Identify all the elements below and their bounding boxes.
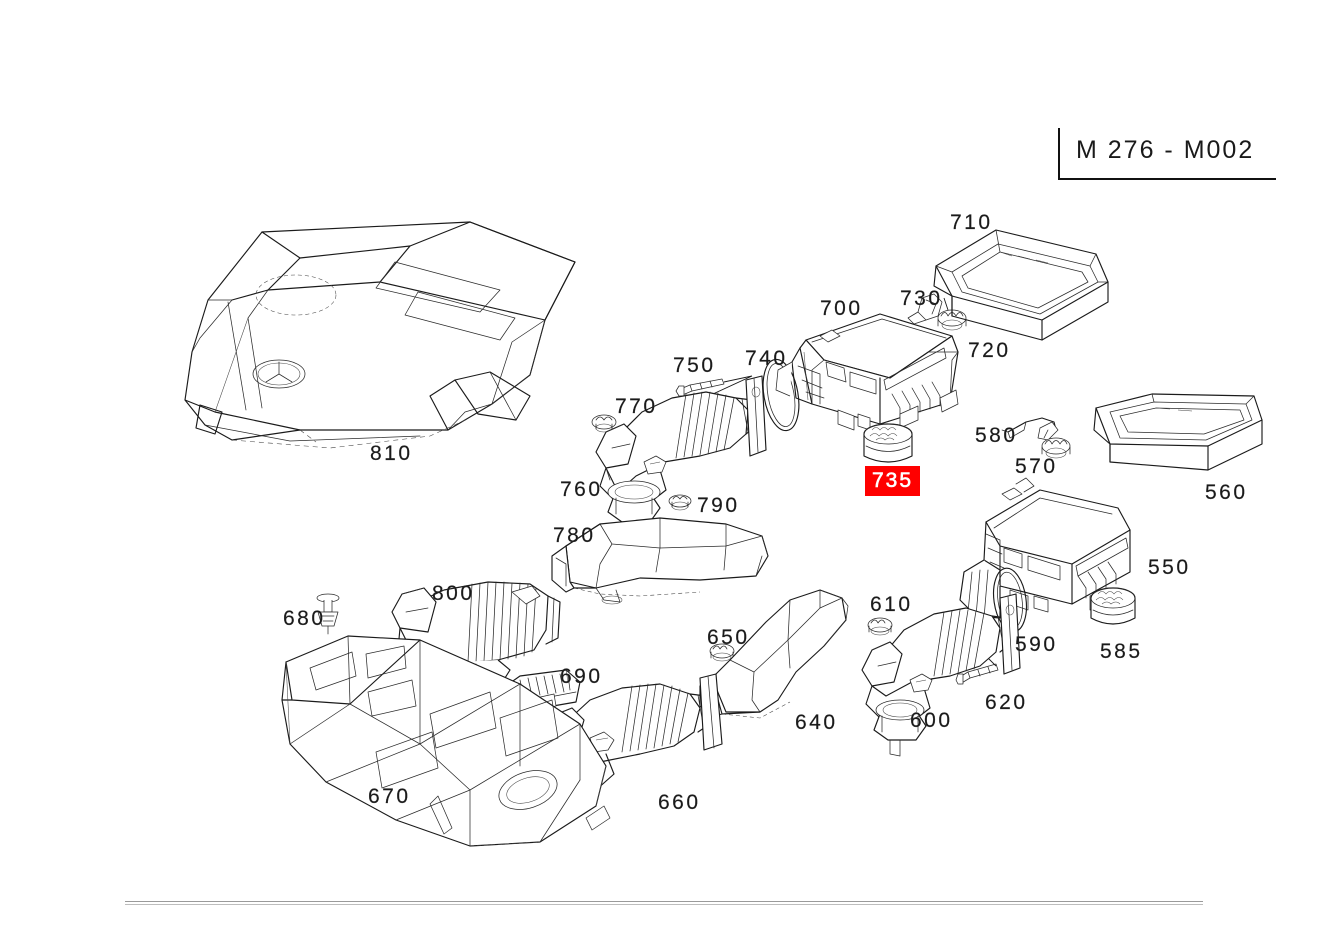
callout-label-580: 580 <box>975 424 1018 447</box>
callout-label-800: 800 <box>432 582 475 605</box>
part-735-resonator-cap <box>863 423 913 463</box>
callout-label-600: 600 <box>910 709 953 732</box>
callout-710[interactable]: 710 <box>950 212 993 233</box>
callout-leader-lines <box>943 297 949 311</box>
callout-670[interactable]: 670 <box>368 786 411 807</box>
part-580-vacuum-line <box>1001 417 1059 441</box>
callout-735[interactable]: 735 <box>865 466 921 496</box>
callout-label-740: 740 <box>745 347 788 370</box>
callout-750[interactable]: 750 <box>673 355 716 376</box>
callout-label-670: 670 <box>368 785 411 808</box>
part-760-intake-hose <box>595 375 767 539</box>
callout-label-710: 710 <box>950 211 993 234</box>
callout-730[interactable]: 730 <box>900 288 943 309</box>
callout-810[interactable]: 810 <box>370 443 413 464</box>
callout-660[interactable]: 660 <box>658 792 701 813</box>
callout-label-780: 780 <box>553 524 596 547</box>
part-560-air-filter-element <box>1093 393 1263 471</box>
part-790-grommet <box>668 494 692 511</box>
callout-label-730: 730 <box>900 287 943 310</box>
callout-label-690: 690 <box>560 665 603 688</box>
title-block: M 276 - M002 <box>1058 128 1276 180</box>
callout-610[interactable]: 610 <box>870 594 913 615</box>
part-810-engine-cover <box>184 221 576 449</box>
callout-label-640: 640 <box>795 711 838 734</box>
callout-720[interactable]: 720 <box>968 340 1011 361</box>
part-585-resonator-cap <box>1090 587 1136 625</box>
callout-label-790: 790 <box>697 494 740 517</box>
callout-570[interactable]: 570 <box>1015 456 1058 477</box>
part-740-o-ring <box>762 358 800 432</box>
callout-label-550: 550 <box>1148 556 1191 579</box>
callout-640[interactable]: 640 <box>795 712 838 733</box>
callout-label-660: 660 <box>658 791 701 814</box>
part-770-grommet <box>591 414 617 433</box>
callout-800[interactable]: 800 <box>432 583 475 604</box>
part-610-grommet <box>867 617 893 636</box>
footer-divider <box>125 901 1203 902</box>
callout-label-720: 720 <box>968 339 1011 362</box>
part-710-air-filter-element <box>933 229 1109 341</box>
callout-label-590: 590 <box>1015 633 1058 656</box>
callout-label-750: 750 <box>673 354 716 377</box>
callout-790[interactable]: 790 <box>697 495 740 516</box>
callout-550[interactable]: 550 <box>1148 557 1191 578</box>
callout-label-735: 735 <box>872 469 914 492</box>
callout-label-760: 760 <box>560 478 603 501</box>
part-570-grommet <box>1041 437 1071 459</box>
callout-560[interactable]: 560 <box>1205 482 1248 503</box>
callout-600[interactable]: 600 <box>910 710 953 731</box>
callout-700[interactable]: 700 <box>820 298 863 319</box>
callout-770[interactable]: 770 <box>615 396 658 417</box>
part-720-grommet <box>937 309 967 331</box>
callout-label-770: 770 <box>615 395 658 418</box>
part-680-clip-fastener <box>316 593 340 635</box>
title-block-text: M 276 - M002 <box>1076 136 1255 164</box>
callout-580[interactable]: 580 <box>975 425 1018 446</box>
callout-690[interactable]: 690 <box>560 666 603 687</box>
part-750-bolt <box>675 375 753 405</box>
callout-label-560: 560 <box>1205 481 1248 504</box>
callout-label-680: 680 <box>283 607 326 630</box>
part-600-intake-hose <box>861 593 1021 757</box>
part-780-air-duct <box>551 517 769 605</box>
callout-label-610: 610 <box>870 593 913 616</box>
callout-label-570: 570 <box>1015 455 1058 478</box>
callout-label-585: 585 <box>1100 640 1143 663</box>
callout-label-700: 700 <box>820 297 863 320</box>
callout-label-810: 810 <box>370 442 413 465</box>
callout-590[interactable]: 590 <box>1015 634 1058 655</box>
part-730-clip <box>907 293 943 325</box>
callout-650[interactable]: 650 <box>707 627 750 648</box>
callout-label-620: 620 <box>985 691 1028 714</box>
part-670-air-guide-panel <box>281 635 611 847</box>
part-700-air-cleaner-housing <box>775 313 959 431</box>
part-550-air-cleaner-housing <box>959 477 1131 619</box>
callout-780[interactable]: 780 <box>553 525 596 546</box>
callout-760[interactable]: 760 <box>560 479 603 500</box>
footer-divider-secondary <box>125 904 1203 905</box>
callout-740[interactable]: 740 <box>745 348 788 369</box>
callout-585[interactable]: 585 <box>1100 641 1143 662</box>
callout-620[interactable]: 620 <box>985 692 1028 713</box>
callout-label-650: 650 <box>707 626 750 649</box>
callout-680[interactable]: 680 <box>283 608 326 629</box>
